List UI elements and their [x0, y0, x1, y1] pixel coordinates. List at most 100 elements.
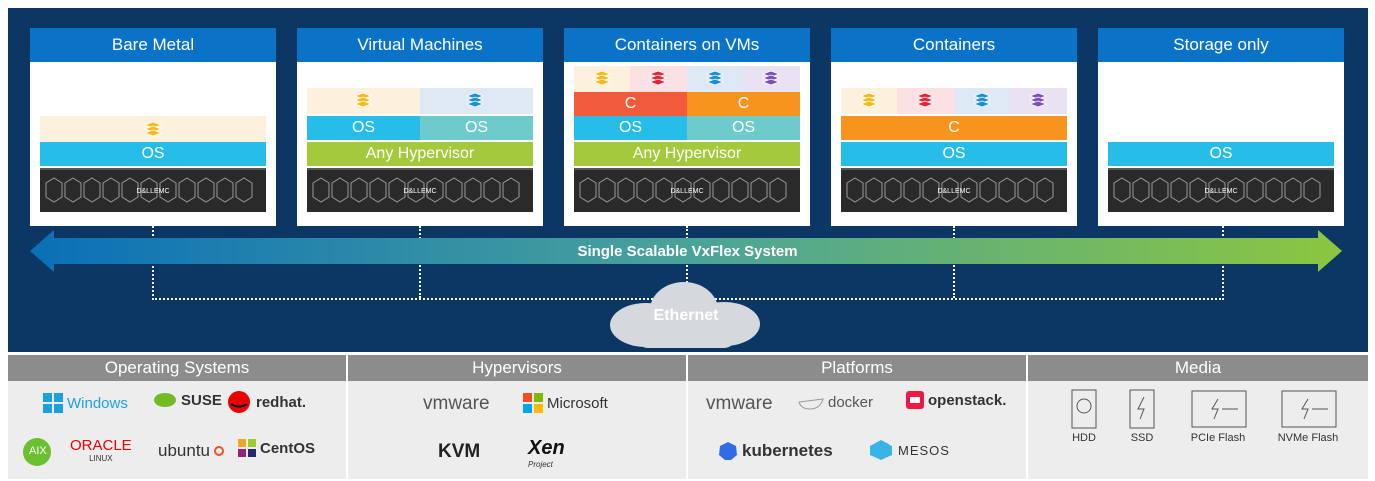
vmware-logo: vmware	[423, 393, 490, 415]
server-chassis: D&LLEMC	[841, 168, 1067, 212]
nvme-card-icon	[1281, 390, 1337, 428]
mesos-logo: MESOS	[868, 439, 950, 461]
aix-icon	[23, 438, 51, 466]
logo-text: SUSE	[181, 391, 222, 409]
data-stack-icon	[465, 92, 485, 108]
logo-grid: vmware docker openstack. kubernetes MESO…	[688, 381, 1026, 479]
category-title: Hypervisors	[348, 355, 686, 381]
kubernetes-wheel-icon	[719, 442, 737, 460]
ubuntu-icon	[214, 446, 224, 456]
server-chassis: D&LLEMC	[574, 168, 800, 212]
logo-text: AIX	[29, 445, 47, 457]
ssd-icon	[1129, 389, 1155, 429]
server-brand-label: D&LLEMC	[403, 188, 436, 195]
os-band: OS	[420, 116, 533, 140]
category-platforms: Platforms vmware docker openstack. kuber…	[688, 355, 1026, 479]
logo-text: openstack.	[928, 391, 1007, 409]
data-stack-icon	[705, 70, 725, 86]
server-brand-label: D&LLEMC	[937, 188, 970, 195]
docker-logo: docker	[798, 393, 873, 411]
media-label: SSD	[1130, 432, 1154, 444]
system-arrow	[30, 230, 1342, 272]
category-divider	[1026, 355, 1028, 479]
logo-text: Windows	[67, 394, 128, 412]
openstack-logo: openstack.	[906, 391, 1006, 409]
container-band: C	[687, 92, 800, 116]
server-front-icon: D&LLEMC	[1113, 177, 1321, 203]
logo-text: Project	[528, 460, 553, 469]
suse-logo: SUSE	[153, 391, 222, 409]
server-chassis: D&LLEMC	[307, 168, 533, 212]
server-brand-label: D&LLEMC	[136, 188, 169, 195]
oracle-linux-logo: ORACLE LINUX	[70, 437, 132, 463]
logo-text: vmware	[423, 393, 490, 414]
media-label: PCIe Flash	[1190, 432, 1246, 444]
card-bare-metal: Bare Metal OS D&LLEMC	[30, 28, 276, 226]
card-title: Storage only	[1098, 28, 1344, 62]
data-stack-icon	[761, 70, 781, 86]
server-brand-label: D&LLEMC	[1204, 188, 1237, 195]
ubuntu-logo: ubuntu	[158, 441, 224, 461]
category-title: Platforms	[688, 355, 1026, 381]
microsoft-icon	[523, 393, 543, 413]
xen-logo: Xen Project	[528, 437, 565, 469]
logo-text: ORACLE	[70, 437, 132, 454]
data-stack-icon	[1028, 92, 1048, 108]
centos-logo: CentOS	[238, 439, 315, 457]
hdd-item: HDD	[1064, 389, 1104, 444]
data-stack-icon	[972, 92, 992, 108]
logo-text: kubernetes	[742, 441, 833, 460]
windows-logo: Windows	[43, 393, 128, 413]
ethernet-label: Ethernet	[653, 307, 719, 324]
category-divider	[686, 355, 688, 479]
media-label: HDD	[1072, 432, 1096, 444]
card-title: Bare Metal	[30, 28, 276, 62]
data-stack-icon	[353, 92, 373, 108]
kubernetes-logo: kubernetes	[718, 441, 833, 461]
microsoft-logo: Microsoft	[523, 393, 608, 413]
ecosystem-panel: Operating Systems Windows SUSE redhat. A…	[8, 355, 1368, 479]
mesos-icon	[870, 440, 892, 460]
card-containers: Containers C OS D&LLEMC	[831, 28, 1077, 226]
docker-whale-icon	[798, 398, 824, 410]
data-stack-icon	[915, 92, 935, 108]
container-band: C	[841, 116, 1067, 140]
server-front-icon: D&LLEMC	[312, 177, 520, 203]
server-chassis: D&LLEMC	[40, 168, 266, 212]
logo-text: redhat.	[256, 393, 307, 411]
os-band: OS	[841, 142, 1067, 166]
logo-text: vmware	[706, 393, 773, 414]
hdd-icon	[1071, 389, 1097, 429]
logo-text: docker	[828, 393, 874, 411]
data-stack-icon	[859, 92, 879, 108]
chameleon-icon	[154, 393, 176, 407]
windows-icon	[43, 393, 63, 413]
category-operating-systems: Operating Systems Windows SUSE redhat. A…	[8, 355, 346, 479]
media-grid: HDD SSD PCIe Flash NVMe Flash	[1028, 381, 1368, 479]
data-stack-icon	[648, 70, 668, 86]
data-stack-icon	[143, 121, 163, 137]
data-stack-icon	[592, 70, 612, 86]
logo-text: CentOS	[260, 439, 316, 457]
category-hypervisors: Hypervisors vmware Microsoft KVM Xen Pro…	[348, 355, 686, 479]
card-storage-only: Storage only OS D&LLEMC	[1098, 28, 1344, 226]
openstack-icon	[906, 391, 924, 409]
os-band: OS	[40, 142, 266, 166]
container-band: C	[574, 92, 687, 116]
nvme-flash-item: NVMe Flash	[1268, 389, 1348, 444]
logo-text: Microsoft	[547, 394, 608, 412]
system-label: Single Scalable VxFlex System	[577, 243, 798, 260]
logo-text: ubuntu	[158, 441, 210, 460]
server-front-icon: D&LLEMC	[45, 177, 253, 203]
logo-text: LINUX	[89, 454, 113, 463]
server-front-icon: D&LLEMC	[579, 177, 787, 203]
category-title: Operating Systems	[8, 355, 346, 381]
card-title: Virtual Machines	[297, 28, 543, 62]
os-band: OS	[687, 116, 800, 140]
aix-logo: AIX	[22, 437, 52, 467]
card-title: Containers	[831, 28, 1077, 62]
media-label: NVMe Flash	[1277, 432, 1339, 444]
centos-icon	[238, 439, 256, 457]
card-containers-on-vms: Containers on VMs C C OS OS Any Hypervis…	[564, 28, 810, 226]
category-title: Media	[1028, 355, 1368, 381]
